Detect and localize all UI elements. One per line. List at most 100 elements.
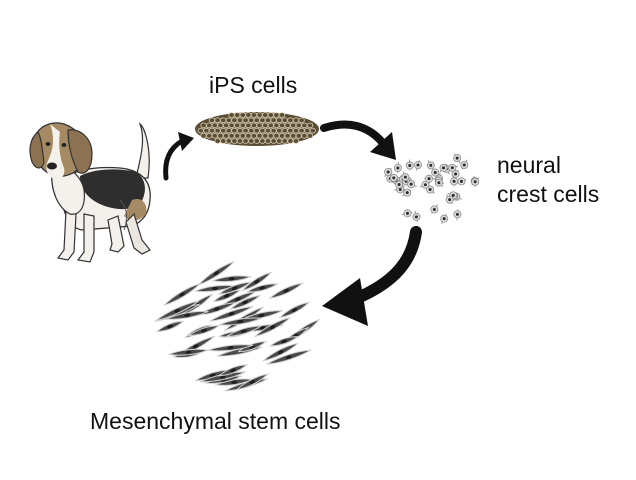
ips-cell <box>309 127 316 134</box>
ips-cell <box>267 133 274 139</box>
neural-crest-cell <box>434 178 444 188</box>
mesenchymal-cell <box>212 275 252 283</box>
ips-cell <box>278 112 286 118</box>
neural-crest-cell <box>426 185 435 194</box>
ips-cell <box>253 117 260 123</box>
ips-cell <box>231 138 238 144</box>
mesenchymal-cell <box>166 310 209 320</box>
mesenchymal-cell <box>197 261 235 286</box>
ips-cell <box>236 127 244 134</box>
ips-cell <box>281 138 288 144</box>
mesenchymal-cell <box>235 373 270 391</box>
ips-cell <box>301 122 308 129</box>
ips-cell <box>295 122 302 129</box>
ips-cell <box>236 117 244 123</box>
neural-crest-cell <box>445 194 454 205</box>
neural-crest-cell <box>401 209 413 218</box>
ips-cell <box>276 117 283 123</box>
ips-cell <box>197 127 204 134</box>
ips-cell <box>259 117 266 123</box>
neural-crest-cell <box>450 175 459 187</box>
ips-cell <box>267 122 274 129</box>
ips-cell <box>301 133 308 139</box>
neural-crest-cell <box>439 163 448 173</box>
ips-cell <box>217 133 224 139</box>
mesenchymal-cell <box>199 371 246 383</box>
ips-cell <box>211 133 218 139</box>
mesenchymal-cell <box>219 317 262 326</box>
ips-cell <box>262 112 269 118</box>
neural-crest-cell <box>440 214 449 225</box>
ips-cell <box>290 133 297 139</box>
neural-crest-cell <box>430 204 439 214</box>
beagle-icon <box>29 122 151 263</box>
ips-cell <box>208 127 216 134</box>
ips-cell <box>205 133 213 139</box>
ips-cell <box>278 133 286 139</box>
ips-cell <box>256 112 263 118</box>
ips-cell <box>250 122 258 129</box>
neural-crest-cell <box>426 159 435 171</box>
ips-cell <box>287 117 294 123</box>
ips-cell <box>287 127 294 134</box>
ips-cell <box>292 127 300 134</box>
neural-crest-cell <box>431 168 440 178</box>
neural-crest-cell <box>394 180 405 189</box>
mesenchymal-cell <box>155 320 185 333</box>
ips-cell <box>256 133 263 139</box>
mesenchymal-cell <box>268 282 305 300</box>
ips-cell <box>228 122 235 129</box>
ips-cell <box>278 122 286 129</box>
ips-cell <box>298 127 305 134</box>
neural-crest-cell <box>447 163 459 172</box>
curved-arrow-icon <box>163 132 194 181</box>
ips-cell <box>239 112 246 118</box>
ips-cell <box>253 127 260 134</box>
ips-cell <box>259 127 266 134</box>
ips-cell <box>256 122 263 129</box>
ips-cells-colony <box>195 112 319 146</box>
ips-cell <box>298 117 305 123</box>
ips-cell <box>222 133 230 139</box>
ips-cell <box>284 122 291 129</box>
mesenchymal-cell <box>268 336 300 347</box>
mesenchymal-cell <box>278 301 311 319</box>
ips-cell <box>276 127 283 134</box>
ips-cell <box>214 117 221 123</box>
ips-cell <box>222 122 230 129</box>
ips-cell <box>247 138 255 144</box>
ips-cell <box>233 122 241 129</box>
neural-crest-cells-cluster <box>384 153 480 225</box>
neural-crest-cell <box>401 171 410 182</box>
ips-cell <box>205 122 213 129</box>
ips-cell <box>290 122 297 129</box>
mesenchymal-cell <box>207 344 254 352</box>
mesenchymal-cell <box>155 300 200 322</box>
ips-cell <box>295 133 302 139</box>
ips-cell <box>236 138 244 144</box>
mesenchymal-cell <box>209 305 254 322</box>
ips-cell <box>242 127 249 134</box>
ips-cell <box>270 138 277 144</box>
neural-crest-cell <box>419 180 431 189</box>
ips-cell <box>219 127 227 134</box>
ips-cell <box>304 127 311 134</box>
mesenchymal-stem-cells-cluster <box>154 261 321 392</box>
neural-crest-cells-label: neural crest cells <box>497 151 599 209</box>
ips-cell <box>231 117 238 123</box>
ips-cell <box>211 122 218 129</box>
neural-crest-cell <box>453 153 462 164</box>
ips-cell <box>239 133 246 139</box>
neural-crest-cell <box>389 173 399 183</box>
ips-cell <box>225 127 232 134</box>
neural-crest-cell <box>405 159 414 171</box>
ips-cell <box>273 133 280 139</box>
ips-cell <box>245 112 252 118</box>
ips-cells-label: iPS cells <box>209 72 298 98</box>
mesenchymal-cell <box>254 317 291 338</box>
ips-cell <box>250 133 258 139</box>
mesenchymal-cell <box>217 364 249 377</box>
ips-cell <box>276 138 283 144</box>
neural-crest-cell <box>406 180 417 189</box>
